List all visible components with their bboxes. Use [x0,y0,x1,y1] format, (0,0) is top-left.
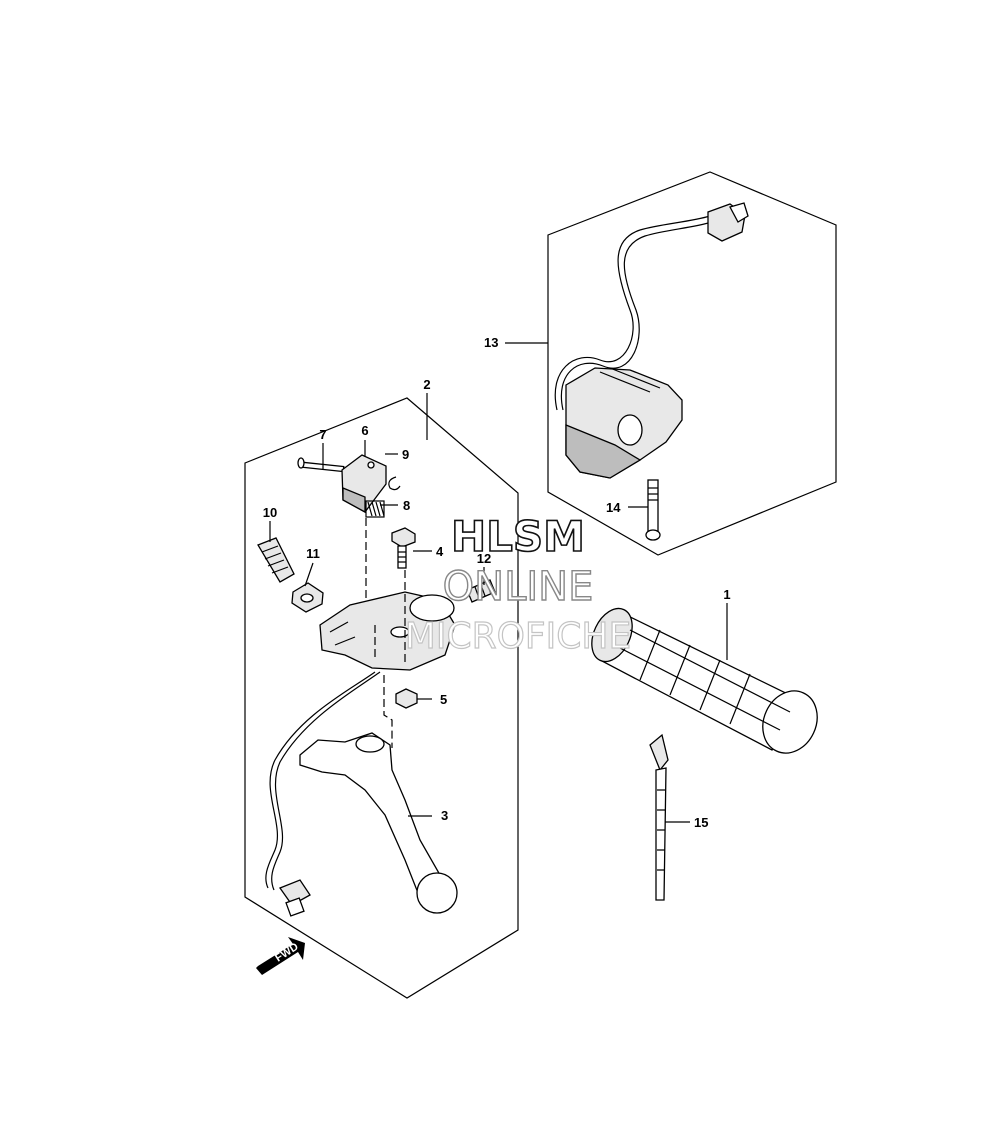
lever-holder-part [319,591,456,671]
nut-part [395,688,418,709]
callout-15: 15 [694,815,708,830]
callout-leaders [269,342,728,823]
pin-part [297,457,345,473]
callout-13: 13 [484,335,498,350]
grip-part [591,607,818,754]
watermark-line-2: ONLINE [443,564,594,610]
callout-5: 5 [440,692,447,707]
switch-assembly-boundary [547,171,837,556]
clip-part [388,476,401,491]
lever-part [299,732,458,914]
callout-12: 12 [477,551,491,566]
callout-2: 2 [423,377,430,392]
spring-part [365,500,385,518]
fwd-arrow-icon: FWD [256,937,305,975]
callout-14: 14 [606,500,621,515]
callout-11: 11 [306,546,320,561]
lock-nut-part [291,582,324,613]
screw-part [645,479,661,541]
watermark: HLSM ONLINE MICROFICHE [404,511,632,657]
lever-assembly-boundary [244,397,519,999]
clamp-bolt-part [466,579,496,603]
watermark-line-3: MICROFICHE [405,616,631,657]
callout-8: 8 [403,498,410,513]
callout-9: 9 [402,447,409,462]
lever-cable-part [265,671,381,917]
switch-housing-part [554,202,749,479]
watermark-line-1: HLSM [451,512,585,561]
callout-6: 6 [361,423,368,438]
callout-1: 1 [723,587,730,602]
callout-10: 10 [263,505,277,520]
bolt-part [391,527,416,569]
callout-3: 3 [441,808,448,823]
lever-switch-part [341,454,387,514]
callout-4: 4 [436,544,444,559]
adjuster-part [257,537,295,583]
callout-7: 7 [319,427,326,442]
cable-tie-part [649,733,669,901]
